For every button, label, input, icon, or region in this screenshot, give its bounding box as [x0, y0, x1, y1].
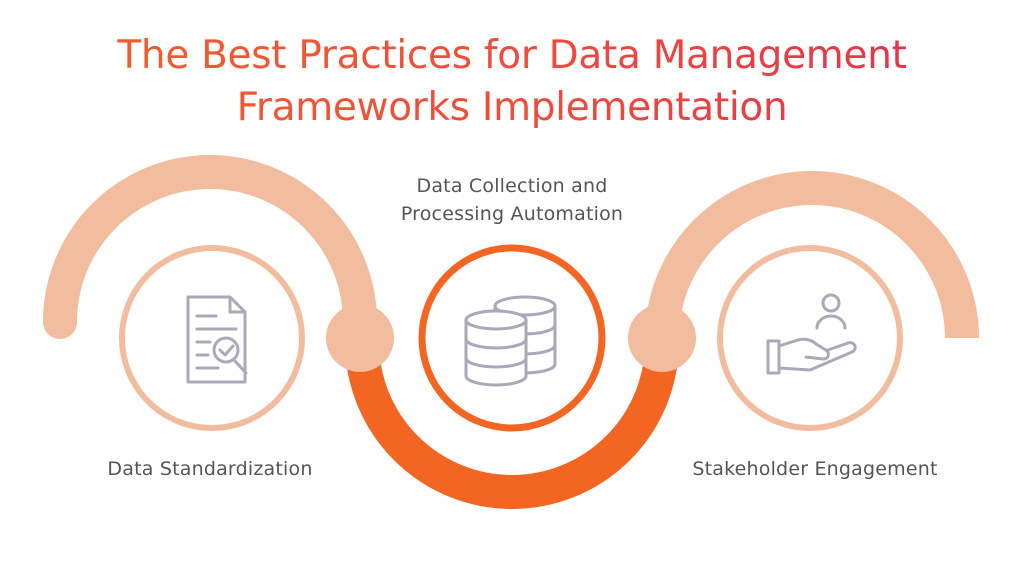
left-connector-node	[326, 304, 394, 372]
step-label-data-standardization: Data Standardization	[107, 458, 313, 480]
step-label-stakeholder-engagement: Stakeholder Engagement	[692, 458, 938, 480]
hand-person-icon	[766, 293, 857, 375]
step-ring-stakeholder-engagement	[717, 245, 903, 431]
right-top-arc	[645, 171, 979, 339]
center-bottom-arc	[345, 341, 679, 509]
left-top-arc	[43, 155, 377, 339]
step-label-line-2: Processing Automation	[400, 203, 624, 225]
document-check-search-icon	[186, 295, 248, 384]
right-connector-node	[628, 304, 696, 372]
step-ring-data-standardization	[119, 245, 305, 431]
step-label-data-collection: Data Collection and Processing Automatio…	[362, 172, 662, 228]
step-label-line-1: Data Collection and	[416, 175, 608, 197]
database-icon	[464, 295, 557, 387]
